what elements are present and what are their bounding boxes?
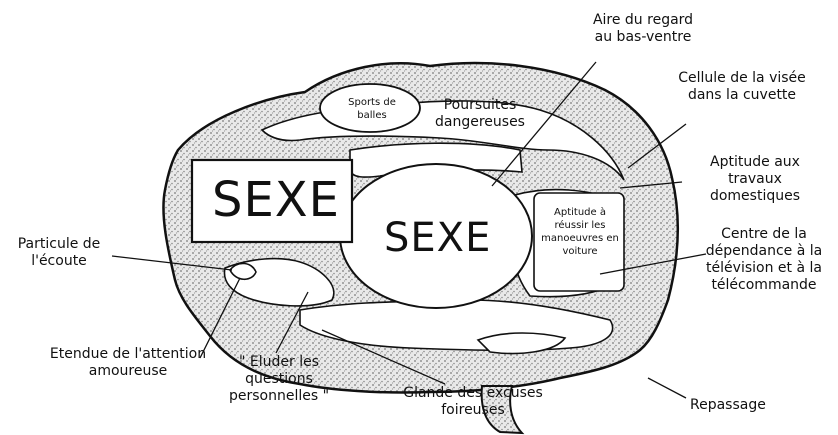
sexe-left-label: SEXE (212, 172, 340, 228)
label-glande-excuses: Glande des excuses foireuses (398, 385, 548, 419)
label-aire-regard: Aire du regard au bas-ventre (584, 12, 702, 46)
label-aptitude-travaux: Aptitude aux travaux domestiques (690, 154, 820, 205)
label-centre-dependance: Centre de la dépendance à la télévision … (694, 226, 834, 294)
label-repassage: Repassage (690, 397, 766, 414)
aptitude-reussir-label: Aptitude à réussir les manoeuvres en voi… (540, 206, 620, 258)
sexe-center-label: SEXE (384, 214, 491, 262)
sports-label: Sports de balles (342, 96, 402, 122)
poursuites-label: Poursuites dangereuses (422, 97, 538, 131)
label-etendue-attention: Etendue de l'attention amoureuse (44, 346, 212, 380)
label-cellule-visee: Cellule de la visée dans la cuvette (672, 70, 812, 104)
label-particule-ecoute: Particule de l'écoute (4, 236, 114, 270)
label-eluder: " Eluder les questions personnelles " (220, 354, 338, 405)
